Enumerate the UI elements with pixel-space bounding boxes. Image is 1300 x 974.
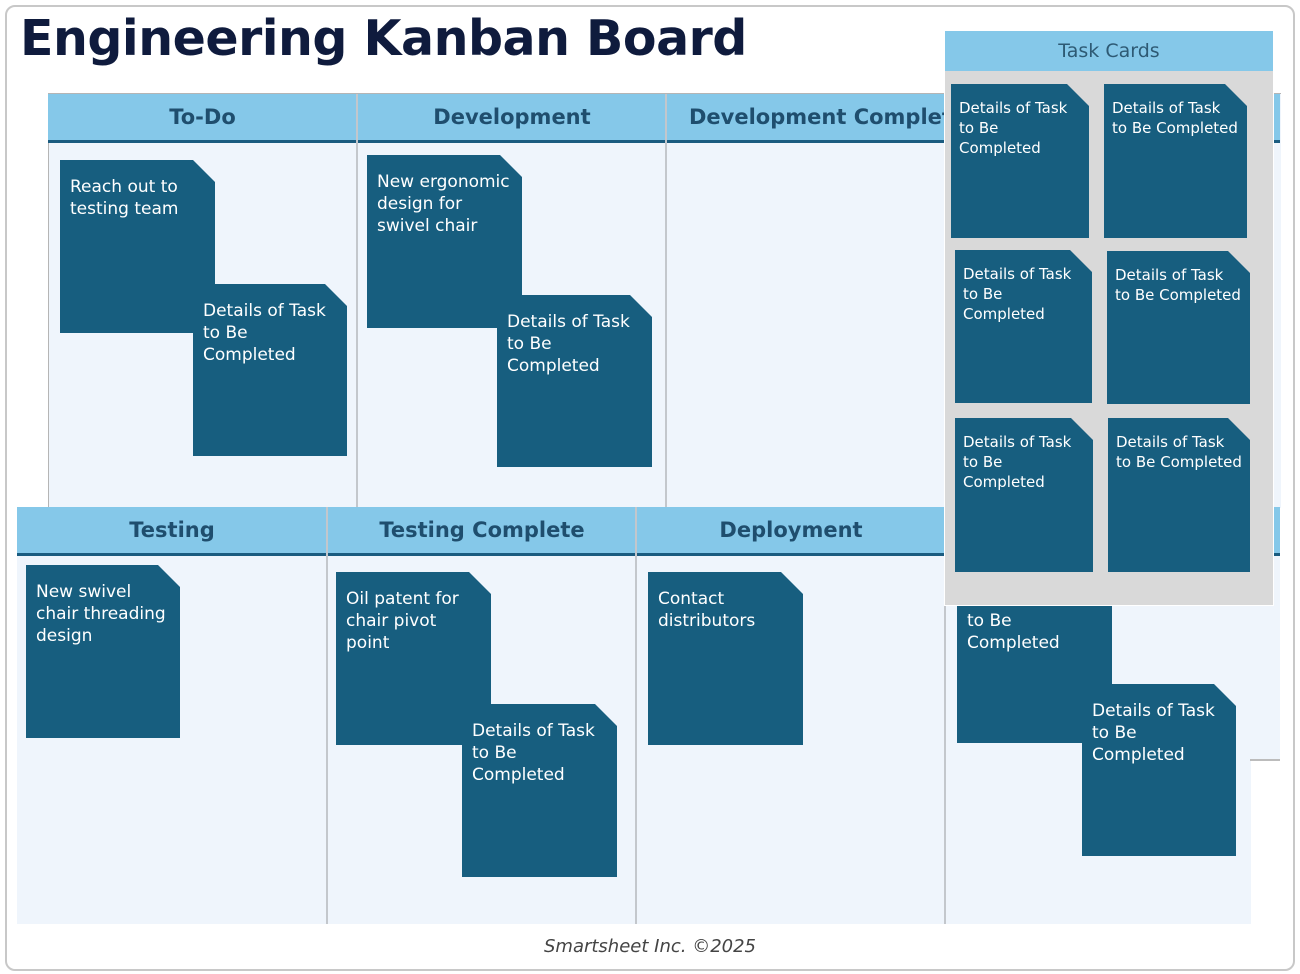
footer-copyright: Smartsheet Inc. ©2025	[543, 936, 757, 957]
task-cards-panel-title: Task Cards	[945, 31, 1273, 71]
task-card[interactable]: New ergonomic design for swivel chair	[367, 155, 522, 328]
task-card-template[interactable]: Details of Task to Be Completed	[1107, 251, 1250, 404]
task-card-template[interactable]: Details of Task to Be Completed	[1108, 418, 1250, 572]
column-header-testing-complete[interactable]: Testing Complete	[328, 507, 636, 556]
column-divider	[356, 94, 358, 507]
task-card[interactable]: Reach out to testing team	[60, 160, 215, 333]
column-header-todo[interactable]: To-Do	[48, 94, 357, 143]
task-card-template[interactable]: Details of Task to Be Completed	[951, 84, 1089, 238]
task-cards-panel: Task Cards Details of Task to Be Complet…	[944, 30, 1274, 606]
column-divider	[944, 507, 946, 924]
task-card-template[interactable]: Details of Task to Be Completed	[955, 418, 1093, 572]
column-header-deployment[interactable]: Deployment	[637, 507, 945, 556]
task-card-template[interactable]: Details of Task to Be Completed	[955, 250, 1092, 403]
task-card[interactable]: Details of Task to Be Completed	[1082, 684, 1236, 856]
column-header-development[interactable]: Development	[358, 94, 666, 143]
column-divider	[326, 507, 328, 924]
column-header-testing[interactable]: Testing	[17, 507, 327, 556]
task-card[interactable]: Oil patent for chair pivot point	[336, 572, 491, 745]
task-card[interactable]: New swivel chair threading design	[26, 565, 180, 738]
task-card[interactable]: Details of Task to Be Completed	[193, 284, 347, 456]
column-divider	[635, 507, 637, 924]
page-title: Engineering Kanban Board	[20, 10, 747, 67]
task-card-template[interactable]: Details of Task to Be Completed	[1104, 84, 1247, 238]
task-card[interactable]: Contact distributors	[648, 572, 803, 745]
task-card[interactable]: Details of Task to Be Completed	[497, 295, 652, 467]
column-divider	[665, 94, 667, 507]
task-card[interactable]: Details of Task to Be Completed	[462, 704, 617, 877]
